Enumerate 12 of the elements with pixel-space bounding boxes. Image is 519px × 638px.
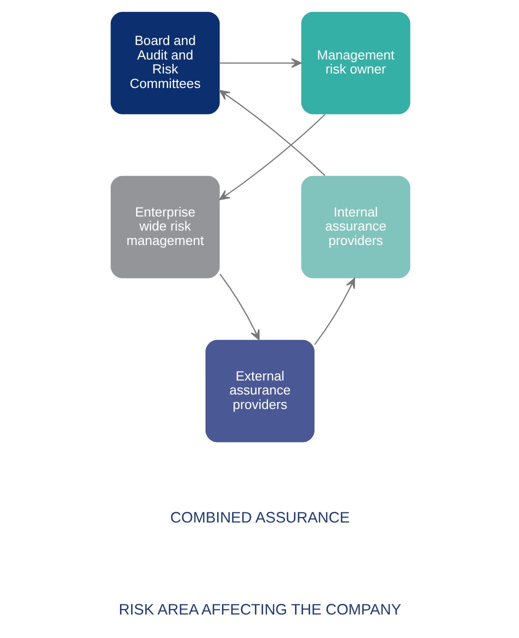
arrow (218, 114, 325, 200)
arrow (219, 58, 302, 68)
node-box: Board and Audit and Risk Committees (110, 12, 220, 114)
label: RISK AREA AFFECTING THE COMPANY (118, 602, 401, 619)
arrow (219, 274, 260, 340)
arrow (218, 90, 325, 176)
node-box: Enterprise wide risk management (110, 176, 220, 278)
arrow (314, 278, 355, 346)
node-box: Internal assurance providers (300, 176, 410, 278)
label: COMBINED ASSURANCE (170, 510, 350, 527)
node-box: Management risk owner (300, 12, 410, 114)
node-box: External assurance providers (205, 340, 314, 442)
